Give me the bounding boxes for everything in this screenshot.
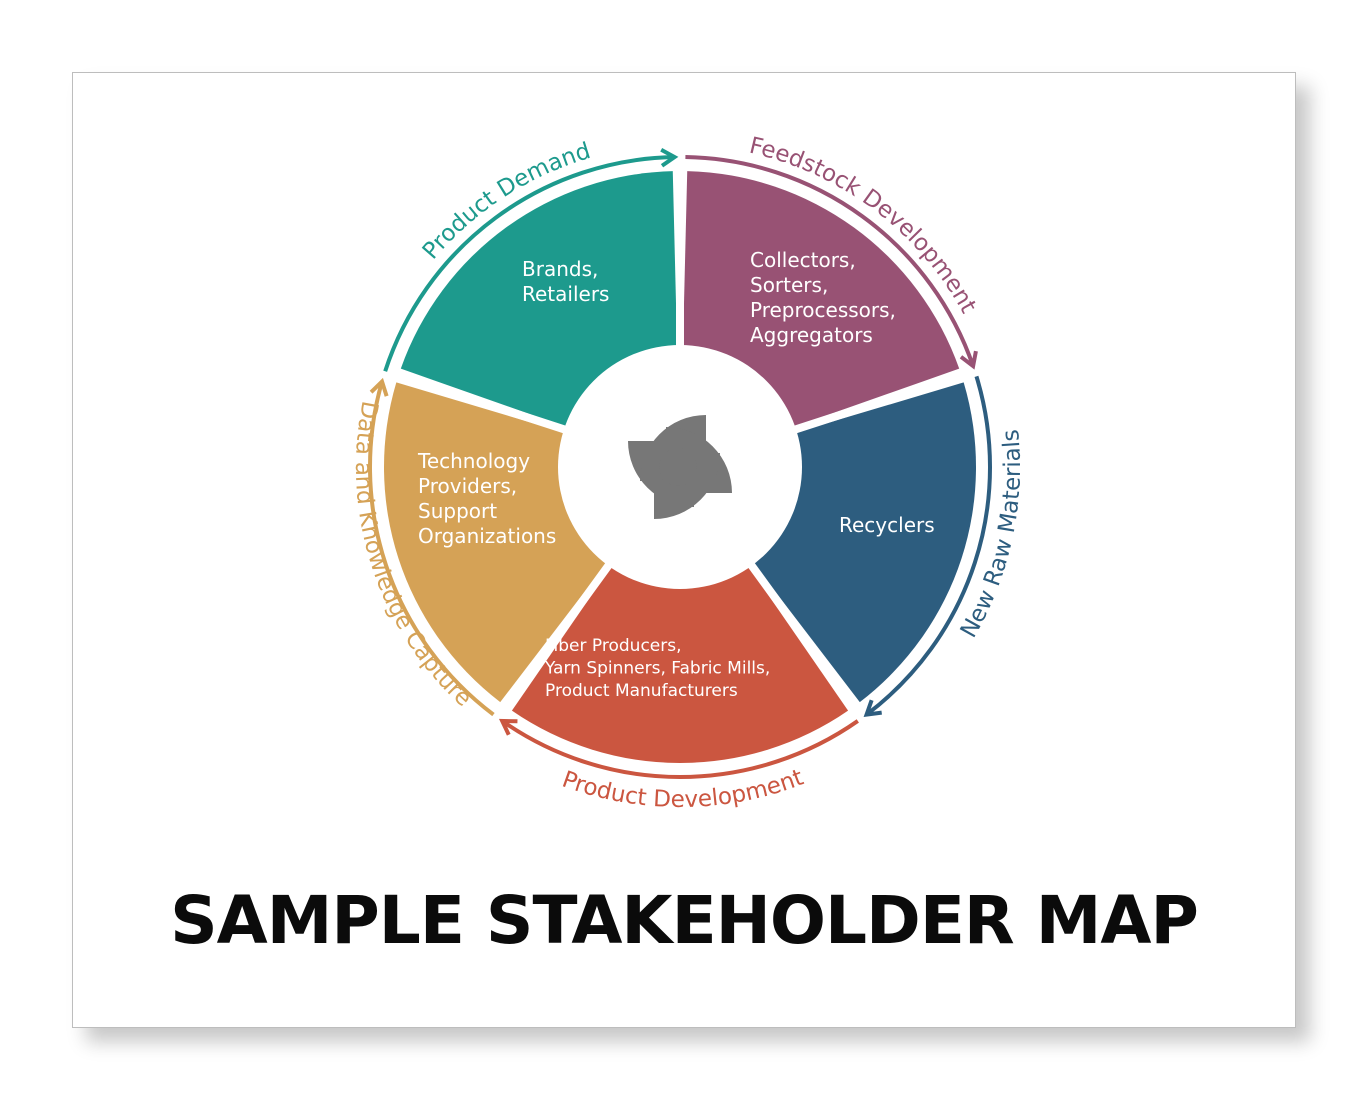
segment-label-2: Collectors,Sorters,Preprocessors,Aggrega… <box>750 248 896 347</box>
circular-economy-logo-icon <box>628 415 732 519</box>
stakeholder-wheel: Brands,Retailers Collectors,Sorters,Prepr… <box>350 133 1026 813</box>
flow-arc-3 <box>865 375 992 717</box>
logo-center-dot <box>659 448 697 486</box>
flow-arc-5 <box>368 381 495 717</box>
flow-arrowhead-2 <box>959 350 978 370</box>
segment-label-4: Fiber Producers,Yarn Spinners, Fabric Mi… <box>544 636 770 701</box>
segment-label-3: Recyclers <box>839 513 935 537</box>
logo-piece-4 <box>654 453 720 519</box>
flow-arc-2 <box>685 155 976 367</box>
segment-label-1: Brands,Retailers <box>522 257 609 306</box>
flow-label-4: Product Development <box>559 765 807 813</box>
page-title: SAMPLE STAKEHOLDER MAP <box>170 882 1199 959</box>
flow-arrowhead-3 <box>863 699 882 717</box>
flow-arrowhead-4 <box>498 718 518 736</box>
flow-arc-4 <box>501 719 859 779</box>
segment-4 <box>511 467 849 764</box>
flow-arc-1 <box>383 155 675 372</box>
flow-arrowhead-5 <box>369 377 389 397</box>
flow-arrowhead-1 <box>660 147 679 168</box>
